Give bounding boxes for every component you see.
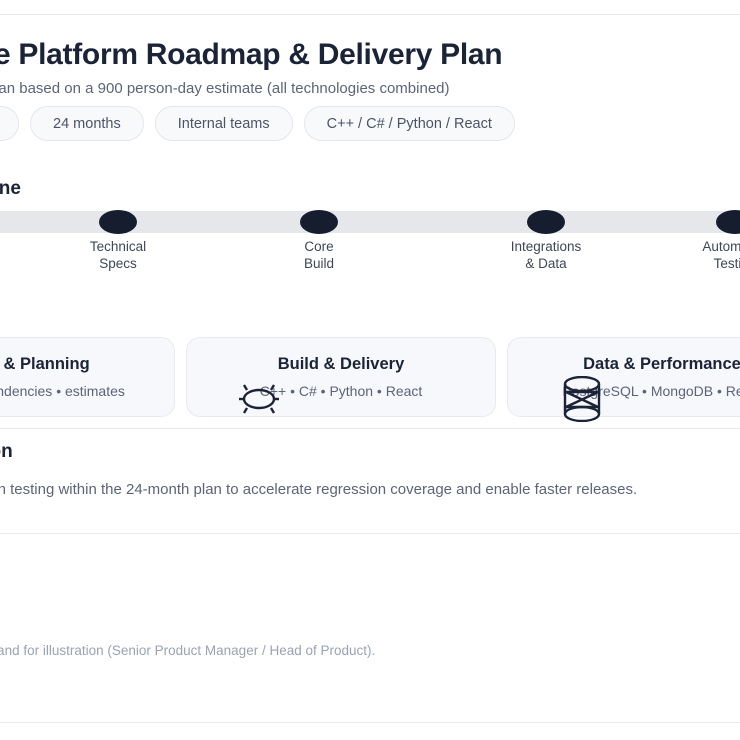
timeline-label-2-line1: Core (304, 239, 334, 254)
timeline-label-4-line2: Testing (713, 256, 740, 271)
timeline-label-3-line1: Integrations (510, 239, 582, 254)
workstream-card-specs-body: scope • dependencies • estimates (0, 383, 125, 399)
divider-middle (0, 428, 740, 429)
timeline-label-4: Automated Testing (655, 238, 740, 272)
timeline-label-2-line2: Build (303, 256, 335, 271)
page-subtitle: Two-year delivery plan based on a 900 pe… (0, 80, 450, 97)
timeline-dot-2[interactable] (300, 210, 338, 234)
timeline-dot-1[interactable] (99, 210, 137, 234)
database-icon (562, 376, 602, 422)
workstream-card-data-body: PostgreSQL • MongoDB • Redis (562, 383, 740, 399)
workstream-card-data[interactable]: Data & Performance PostgreSQL • MongoDB … (507, 337, 740, 422)
gear-icon (237, 382, 281, 416)
workstream-card-build[interactable]: Build & Delivery C++ • C# • Python • Rea… (186, 337, 496, 417)
divider-footer (0, 722, 740, 723)
page-title: Enterprise Platform Roadmap & Delivery P… (0, 38, 503, 71)
pill-person-days[interactable]: 900 person-days (0, 106, 20, 141)
workstream-card-build-body: C++ • C# • Python • React (259, 383, 423, 399)
pill-teams[interactable]: Internal teams (154, 106, 293, 141)
delivery-timeline: Technical Specs Core Build Integrations … (0, 210, 740, 271)
workstream-card-build-title: Build & Delivery (277, 355, 405, 373)
timeline-label-1-line1: Technical (89, 239, 147, 254)
divider-lower (0, 533, 740, 534)
timeline-label-4-line1: Automated (702, 239, 740, 254)
timeline-label-1: Technical Specs (38, 238, 198, 272)
timeline-label-3-line2: & Data (525, 256, 567, 271)
timeline-label-2: Core Build (239, 238, 399, 272)
timeline-dot-3[interactable] (527, 210, 565, 234)
divider-top (0, 14, 740, 15)
pill-duration[interactable]: 24 months (30, 106, 144, 141)
automation-heading: Test Automation (0, 441, 13, 462)
timeline-dot-4[interactable] (716, 210, 740, 234)
summary-pill-row: 900 person-days 24 months Internal teams… (0, 106, 515, 141)
timeline-label-3: Integrations & Data (466, 238, 626, 272)
workstream-card-row: Specs & Planning scope • dependencies • … (0, 337, 740, 422)
timeline-label-1-line2: Specs (99, 256, 137, 271)
workstream-card-data-title: Data & Performance (583, 355, 740, 373)
page-header: Enterprise Platform Roadmap & Delivery P… (0, 36, 740, 99)
automation-body: Introduce automation testing within the … (0, 481, 638, 498)
pill-technologies[interactable]: C++ / C# / Python / React (303, 106, 515, 141)
footnote: Figures are indicative and for illustrat… (0, 643, 376, 658)
timeline-heading: Delivery Timeline (0, 178, 21, 199)
workstream-card-specs[interactable]: Specs & Planning scope • dependencies • … (0, 337, 175, 417)
workstream-card-specs-title: Specs & Planning (0, 355, 90, 373)
